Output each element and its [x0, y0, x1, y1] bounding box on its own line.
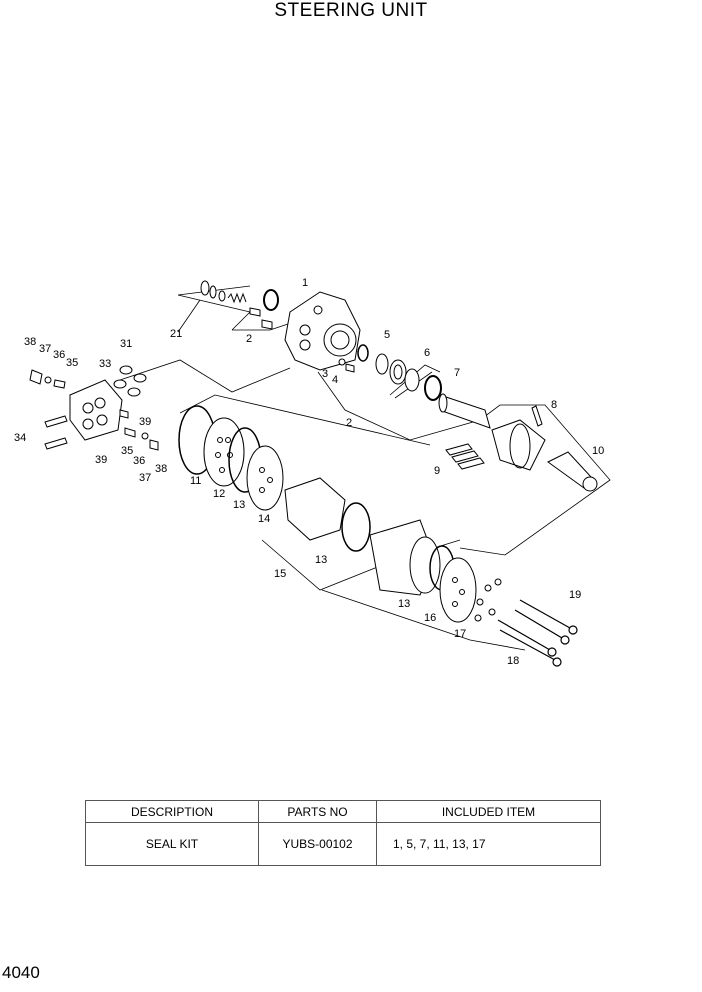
- washers-part-17: [474, 578, 502, 622]
- callout-2-a: 2: [246, 333, 252, 345]
- o-ring-part-13-b: [341, 502, 371, 552]
- callout-12: 12: [213, 488, 225, 500]
- callout-36-b: 36: [133, 455, 145, 467]
- callout-31: 31: [120, 338, 132, 350]
- callout-35-b: 35: [121, 445, 133, 457]
- header-description: DESCRIPTION: [85, 800, 259, 823]
- callout-13-b: 13: [315, 554, 327, 566]
- header-included-item: INCLUDED ITEM: [376, 800, 601, 823]
- plate-part-14: [246, 445, 284, 511]
- callout-13-a: 13: [233, 499, 245, 511]
- gear-ring: [369, 519, 441, 596]
- table-row: SEAL KIT YUBS-00102 1, 5, 7, 11, 13, 17: [85, 822, 601, 866]
- callout-5: 5: [384, 329, 390, 341]
- ring-part-7: [424, 375, 442, 401]
- callout-38-a: 38: [24, 336, 36, 348]
- callout-39-b: 39: [95, 454, 107, 466]
- callout-16: 16: [424, 612, 436, 624]
- callout-11: 11: [190, 475, 201, 487]
- pin-part-8: [531, 405, 543, 427]
- seal-kit-table: DESCRIPTION PARTS NO INCLUDED ITEM SEAL …: [85, 800, 601, 866]
- callout-8: 8: [551, 399, 557, 411]
- seal-rings-part-31: [113, 365, 147, 397]
- callout-21: 21: [170, 328, 182, 340]
- page-title: STEERING UNIT: [274, 0, 428, 21]
- spool: [438, 393, 491, 429]
- callout-34: 34: [14, 432, 26, 444]
- valve-block-part-39: [69, 379, 123, 441]
- callout-9: 9: [434, 465, 440, 477]
- callout-2-b: 2: [346, 417, 352, 429]
- bearing-part-6: [375, 353, 420, 392]
- housing-part-2: [284, 291, 361, 371]
- plug-screws-left: [29, 369, 68, 450]
- table-header-row: DESCRIPTION PARTS NO INCLUDED ITEM: [85, 800, 601, 823]
- callout-18: 18: [507, 655, 519, 667]
- callout-14: 14: [258, 513, 270, 525]
- callout-4: 4: [332, 374, 338, 386]
- cell-included-item: 1, 5, 7, 11, 13, 17: [376, 822, 601, 866]
- callout-3: 3: [322, 368, 328, 380]
- leader-lines: [177, 285, 301, 333]
- bolts-part-19: [514, 599, 578, 645]
- check-valve-part-4: [345, 363, 355, 373]
- plug-screws-right: [119, 409, 159, 451]
- callout-13-c: 13: [398, 598, 410, 610]
- callout-39-a: 39: [139, 416, 151, 428]
- callout-33: 33: [99, 358, 111, 370]
- cell-description: SEAL KIT: [85, 822, 259, 866]
- cardan-shaft-part-10: [547, 451, 598, 492]
- callout-38-b: 38: [155, 463, 167, 475]
- header-parts-no: PARTS NO: [258, 800, 377, 823]
- star-rotor: [284, 477, 346, 541]
- callout-19: 19: [569, 589, 581, 601]
- callout-36-a: 36: [53, 349, 65, 361]
- callout-7: 7: [454, 367, 460, 379]
- callout-1: 1: [302, 277, 308, 289]
- page-number: 4040: [2, 963, 40, 982]
- callout-10: 10: [592, 445, 604, 457]
- end-cover-part-16: [439, 557, 477, 623]
- centering-springs-part-9: [445, 443, 485, 470]
- valve-spring-group-part-21: [200, 280, 273, 330]
- callout-6: 6: [424, 347, 430, 359]
- callout-37-a: 37: [39, 343, 51, 355]
- ball-part-3: [338, 358, 346, 366]
- bolts-part-18: [497, 619, 562, 667]
- distributor-plate-part-12: [203, 417, 245, 487]
- cell-parts-no: YUBS-00102: [258, 822, 377, 866]
- sleeve: [491, 419, 546, 471]
- o-ring-part-1: [263, 289, 279, 311]
- callout-15: 15: [274, 568, 286, 580]
- callout-37-b: 37: [139, 472, 151, 484]
- callout-17: 17: [454, 628, 466, 640]
- ring-part-5: [357, 344, 369, 362]
- callout-35-a: 35: [66, 357, 78, 369]
